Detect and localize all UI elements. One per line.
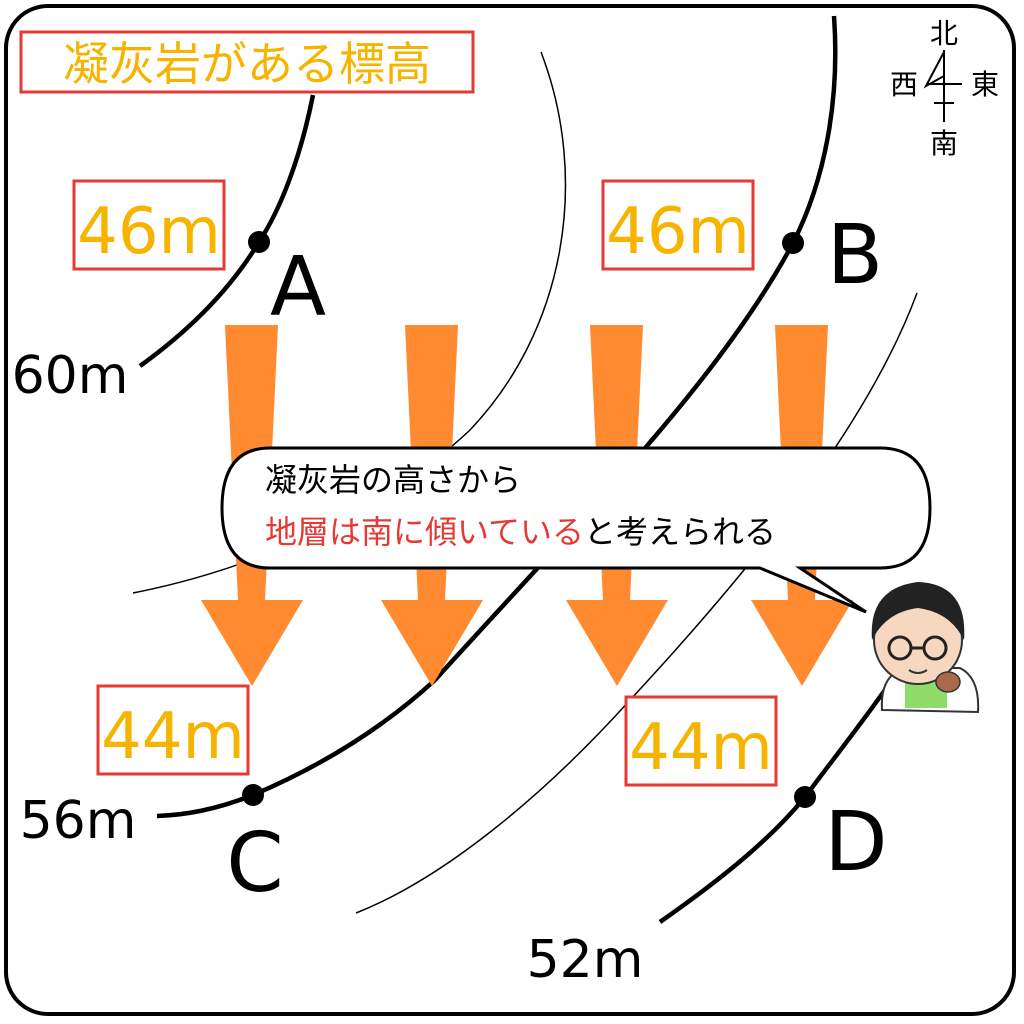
point-d-dot [794,786,816,808]
compass-south: 南 [930,127,958,160]
speech-line-1: 凝灰岩の高さから [265,461,521,499]
elevation-d: 44m [629,711,773,785]
elevation-a: 46m [77,195,221,269]
point-d-label: D [824,795,887,890]
speech-line-2-rest: と考えられる [584,513,776,551]
speech-bubble [220,446,932,614]
point-b-label: B [827,208,883,303]
point-c-label: C [226,816,283,911]
teacher-avatar [871,582,980,714]
point-a-dot [248,231,270,253]
elevation-c: 44m [101,700,245,774]
diagram-frame [4,4,1016,1016]
compass-north-arrow-icon [923,51,945,89]
elevation-box-b [601,179,755,271]
contour-label-56m: 56m [20,791,137,851]
elevation-box-a [72,179,226,271]
point-a-label: A [270,240,326,335]
compass: 北 西 東 南 [890,17,999,160]
point-b-dot [782,232,804,254]
elevation-box-d [624,695,778,787]
speech-line-2-highlight: 地層は南に傾いている [265,513,584,551]
elevation-b: 46m [606,195,750,269]
elevation-box-c [96,684,250,776]
compass-north: 北 [930,17,958,50]
contour-label-52m: 52m [527,930,644,990]
speech-line-2: 地層は南に傾いていると考えられる [265,513,776,551]
point-c-dot [242,784,264,806]
title: 凝灰岩がある標高 [63,37,431,91]
compass-west: 西 [890,68,918,101]
contour-line-thin-2 [355,292,918,914]
contour-label-60m: 60m [12,346,129,406]
compass-east: 東 [971,68,999,101]
title-box [19,30,475,94]
